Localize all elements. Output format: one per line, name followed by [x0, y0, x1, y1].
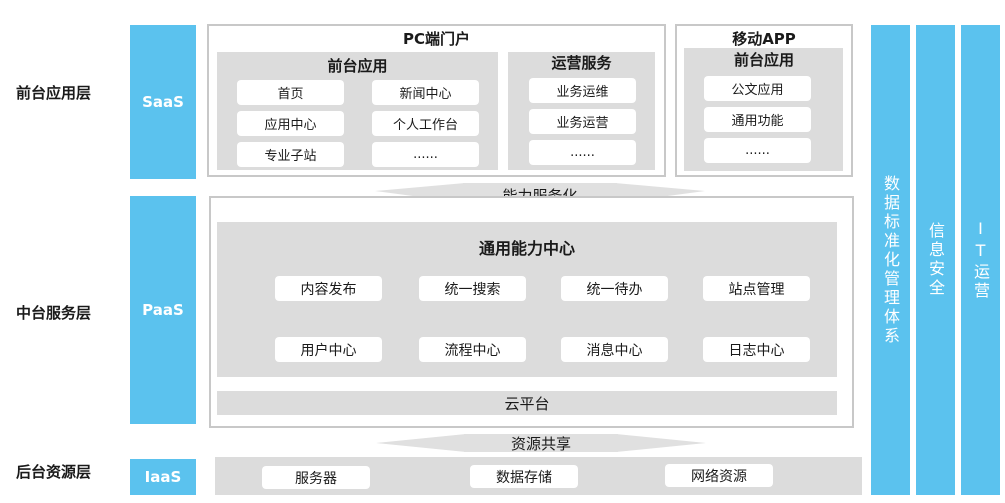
front-app-item[interactable]: 个人工作台	[372, 111, 479, 136]
front-app-item[interactable]: 专业子站	[237, 142, 344, 167]
general-center-title: 通用能力中心	[478, 239, 575, 258]
paas-band: PaaS	[130, 196, 196, 424]
general-center-item[interactable]: 站点管理	[703, 276, 810, 301]
general-center-item[interactable]: 统一搜索	[419, 276, 526, 301]
front-app-item[interactable]: ......	[372, 142, 479, 167]
front-app-item[interactable]: 应用中心	[237, 111, 344, 136]
resource-sharing-label: 资源共享	[510, 434, 571, 453]
cloud-platform-bar	[217, 391, 837, 415]
resource-item[interactable]: 网络资源	[665, 464, 773, 487]
mobile-app-item[interactable]: 公文应用	[704, 76, 811, 101]
layer-label-middle: 中台服务层	[16, 304, 92, 322]
pc-portal-title: PC端门户	[402, 30, 470, 48]
front-app-item[interactable]: 新闻中心	[372, 80, 479, 105]
cloud-platform-label: 云平台	[504, 394, 550, 413]
data-standard-column: 数据标准化管理体系	[871, 25, 910, 495]
mobile-app-title: 移动APP	[732, 30, 796, 48]
general-center-item[interactable]: 用户中心	[275, 337, 382, 362]
ops-services-title: 运营服务	[551, 54, 612, 72]
ops-service-item[interactable]: ......	[529, 140, 636, 165]
general-center-item[interactable]: 消息中心	[561, 337, 668, 362]
general-center-item[interactable]: 日志中心	[703, 337, 810, 362]
info-security-column: 信息安全	[916, 25, 955, 495]
it-ops-column: IT运营	[961, 25, 1000, 495]
general-center-item[interactable]: 流程中心	[419, 337, 526, 362]
front-app-item[interactable]: 首页	[237, 80, 344, 105]
resource-item[interactable]: 数据存储	[470, 465, 578, 488]
it-ops-column-label: IT运营	[971, 219, 990, 301]
mobile-app-item[interactable]: ......	[704, 138, 811, 163]
resource-sharing-arrow	[376, 434, 706, 452]
ops-service-item[interactable]: 业务运维	[529, 78, 636, 103]
layer-label-back: 后台资源层	[16, 463, 92, 481]
general-center-item[interactable]: 内容发布	[275, 276, 382, 301]
layer-label-front: 前台应用层	[16, 84, 92, 102]
general-center-item[interactable]: 统一待办	[561, 276, 668, 301]
ops-service-item[interactable]: 业务运营	[529, 109, 636, 134]
iaas-band: IaaS	[130, 459, 196, 495]
mobile-app-item[interactable]: 通用功能	[704, 107, 811, 132]
saas-band: SaaS	[130, 25, 196, 179]
mobile-app-subtitle: 前台应用	[733, 51, 794, 69]
data-standard-column-label: 数据标准化管理体系	[881, 174, 900, 346]
resource-item[interactable]: 服务器	[262, 466, 370, 489]
info-security-column-label: 信息安全	[926, 222, 945, 298]
front-apps-title: 前台应用	[327, 57, 388, 75]
